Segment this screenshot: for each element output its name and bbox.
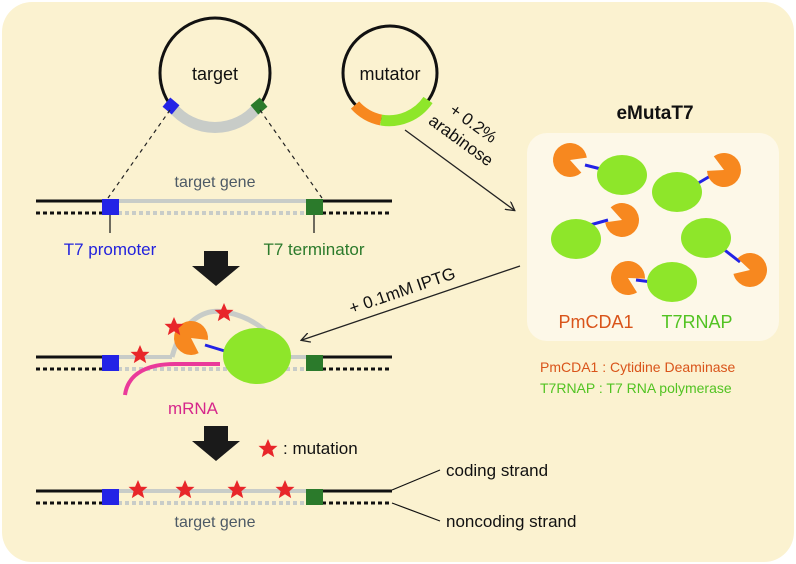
target-plasmid-terminator (250, 97, 268, 115)
target-plasmid: target (158, 16, 272, 133)
fusion-protein (604, 254, 697, 302)
iptg-arrow (302, 265, 521, 340)
zoom-line-left (107, 109, 171, 199)
mutator-plasmid-label: mutator (359, 64, 420, 84)
target-gene-label-bottom: target gene (175, 514, 256, 531)
fusion-protein (681, 218, 771, 291)
mutation-legend-label: : mutation (283, 439, 358, 458)
t7rnap-label: T7RNAP (661, 312, 732, 332)
t7-terminator-box (306, 489, 323, 505)
emutat7-title: eMutaT7 (616, 103, 693, 124)
fusion-protein (652, 148, 747, 212)
t7-promoter-box (102, 489, 119, 505)
target-plasmid-promoter (162, 97, 180, 115)
t7rnap-definition: T7RNAP : T7 RNA polymerase (540, 380, 732, 396)
t7-terminator-box (306, 355, 323, 371)
zoom-line-right (259, 109, 323, 199)
dna-mutated-gene: target gene coding strand noncoding stra… (36, 461, 576, 531)
target-plasmid-label: target (192, 64, 238, 84)
pmcda1-label: PmCDA1 (558, 312, 633, 332)
noncoding-strand-label: noncoding strand (446, 512, 576, 531)
t7-promoter-label: T7 promoter (64, 240, 157, 259)
fusion-protein (551, 198, 644, 259)
t7-terminator-box (306, 199, 323, 215)
t7-promoter-box (102, 199, 119, 215)
mutator-plasmid: mutator (341, 24, 439, 127)
pmcda1-definition: PmCDA1 : Cytidine Deaminase (540, 359, 736, 375)
t7rnap-bound (223, 328, 291, 384)
fusion-protein (548, 138, 647, 195)
target-gene-label-top: target gene (175, 174, 256, 191)
down-arrow-1 (192, 251, 240, 286)
mrna-strand (123, 362, 220, 396)
t7-promoter-box (102, 355, 119, 371)
dna-target-gene: target gene T7 promoter T7 terminator (36, 174, 392, 259)
mutator-pmcda1-segment (350, 101, 383, 126)
arabinose-arrow (404, 129, 514, 210)
down-arrow-2 (192, 426, 240, 461)
t7-terminator-label: T7 terminator (263, 240, 364, 259)
coding-strand-label: coding strand (446, 461, 548, 480)
mutator-t7rnap-segment (380, 96, 433, 127)
mrna-label: mRNA (168, 399, 219, 418)
dna-transcription: mRNA (36, 303, 392, 418)
target-plasmid-gene-arc (168, 104, 262, 133)
